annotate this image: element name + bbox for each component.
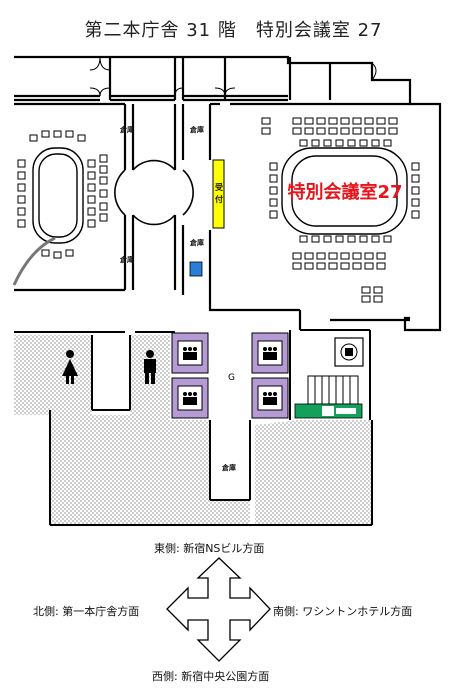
elevator-icon (177, 340, 283, 411)
direction-south: 南側: ワシントンホテル方面 (273, 605, 413, 618)
emergency-exit-icon (294, 403, 363, 419)
moon-icon (189, 261, 203, 277)
restroom-female-icon (62, 350, 78, 384)
reception-label: 受 (215, 182, 223, 192)
direction-north: 北側: 第一本庁舎方面 (33, 605, 140, 618)
lobby-circle (114, 159, 194, 226)
screen-cable (12, 236, 56, 286)
right-meeting-room-table (281, 147, 408, 235)
restroom-male-icon (144, 350, 156, 384)
compass-arrow-icon (166, 557, 271, 662)
dotted-area (255, 420, 372, 525)
toilet-icon (334, 337, 364, 367)
storage-label: 倉庫 (221, 463, 236, 472)
direction-west: 西側: 新宿中央公園方面 (152, 670, 270, 683)
storage-label: 倉庫 (189, 125, 204, 134)
storage-label: 倉庫 (189, 238, 204, 247)
right-room-chairs (261, 117, 420, 303)
map-title: 第二本庁舎 31 階 特別会議室 27 (84, 20, 383, 41)
dotted-area (50, 410, 250, 525)
direction-east: 東側: 新宿NSビル方面 (154, 542, 265, 555)
stairwell (307, 375, 359, 405)
elevator-people (183, 347, 277, 405)
left-room-chairs (17, 130, 108, 259)
dotted-area (14, 335, 92, 415)
storage-label: 倉庫 (119, 255, 134, 264)
doors (89, 56, 377, 97)
lower-walls (14, 329, 373, 526)
left-meeting-room (32, 147, 84, 244)
reception-label: 付 (215, 194, 223, 204)
room-name[interactable]: 特別会議室27 (287, 181, 402, 203)
reception-desk (212, 159, 225, 229)
g-label: G (228, 373, 235, 383)
storage-label: 倉庫 (119, 125, 134, 134)
